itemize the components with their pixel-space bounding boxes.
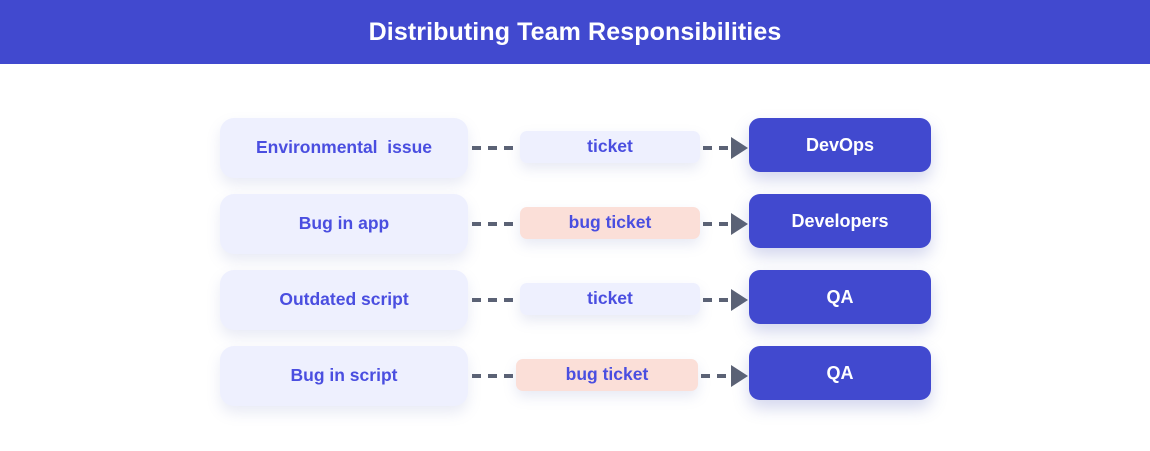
flow-row: Bug in app bug ticket Developers xyxy=(0,180,1150,256)
flow-row: Outdated script ticket QA xyxy=(0,256,1150,332)
connector-dashes-right xyxy=(703,222,747,226)
ticket-label: bug ticket xyxy=(568,212,652,233)
flow-row: Bug in script bug ticket QA xyxy=(0,332,1150,408)
connector-dashes-right xyxy=(703,298,747,302)
arrow-head-icon xyxy=(731,365,748,387)
connector-dashes-right xyxy=(701,374,747,378)
ticket-label: ticket xyxy=(587,288,633,309)
source-label: Bug in script xyxy=(290,365,398,386)
target-box[interactable]: QA xyxy=(749,270,931,324)
source-label: Outdated script xyxy=(279,289,409,310)
source-box[interactable]: Outdated script xyxy=(220,270,468,330)
ticket-pill[interactable]: bug ticket xyxy=(520,207,700,239)
ticket-label: ticket xyxy=(587,136,633,157)
target-box[interactable]: QA xyxy=(749,346,931,400)
connector-dashes-right xyxy=(703,146,747,150)
target-box[interactable]: DevOps xyxy=(749,118,931,172)
ticket-pill[interactable]: ticket xyxy=(520,131,700,163)
target-label: DevOps xyxy=(805,135,875,155)
source-box[interactable]: Bug in script xyxy=(220,346,468,406)
responsibility-flow-diagram: Environmental issue ticket DevOps Bug in… xyxy=(0,64,1150,451)
target-label: QA xyxy=(826,363,854,383)
source-box[interactable]: Environmental issue xyxy=(220,118,468,178)
page-title: Distributing Team Responsibilities xyxy=(368,17,782,46)
page-header: Distributing Team Responsibilities xyxy=(0,0,1150,64)
arrow-head-icon xyxy=(731,137,748,159)
arrow-head-icon xyxy=(731,213,748,235)
source-label: Bug in app xyxy=(298,213,390,234)
connector-dashes-left xyxy=(472,298,522,302)
target-label: Developers xyxy=(791,211,889,231)
ticket-pill[interactable]: ticket xyxy=(520,283,700,315)
source-box[interactable]: Bug in app xyxy=(220,194,468,254)
connector-dashes-left xyxy=(472,374,518,378)
ticket-label: bug ticket xyxy=(565,364,649,385)
target-box[interactable]: Developers xyxy=(749,194,931,248)
flow-row: Environmental issue ticket DevOps xyxy=(0,104,1150,180)
connector-dashes-left xyxy=(472,222,522,226)
source-label: Environmental issue xyxy=(255,137,433,158)
target-label: QA xyxy=(826,287,854,307)
arrow-head-icon xyxy=(731,289,748,311)
connector-dashes-left xyxy=(472,146,522,150)
ticket-pill[interactable]: bug ticket xyxy=(516,359,698,391)
